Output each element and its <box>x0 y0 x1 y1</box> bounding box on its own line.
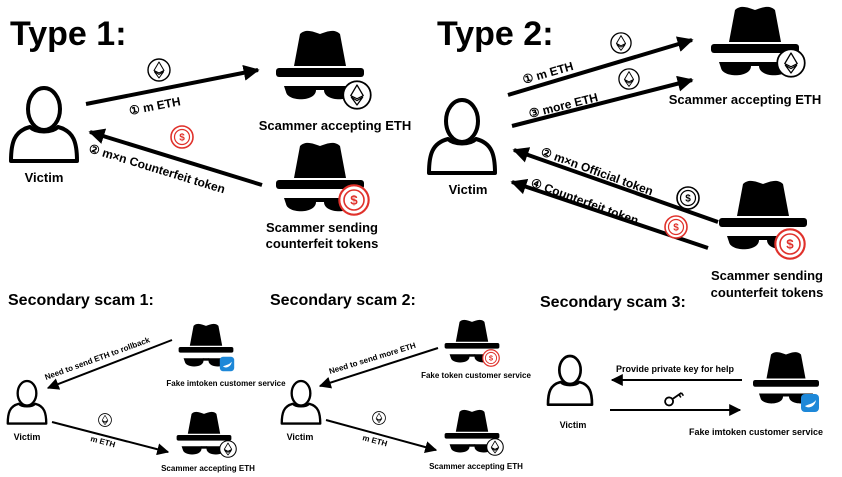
type1-arrow1-label: ① m ETH <box>128 94 182 118</box>
type1-scammer-token-icon <box>338 184 370 216</box>
type1-scammer-eth-label: Scammer accepting ETH <box>259 118 411 133</box>
sec1-scammer-eth-coin-icon <box>219 440 237 458</box>
type1-arrow-eth <box>85 64 260 106</box>
type1-scammer-sending-label2: counterfeit tokens <box>266 236 379 251</box>
type2-victim-label: Victim <box>449 182 488 197</box>
sec2-title: Secondary scam 2: <box>270 292 416 309</box>
sec3-victim-icon <box>546 354 594 407</box>
sec2-eth-icon <box>372 411 386 425</box>
type1-arrow-counterfeit <box>88 128 263 187</box>
sec1-imtoken-icon <box>219 356 235 372</box>
type2-victim-icon <box>427 98 497 175</box>
type2-arrow3-label: ③ more ETH <box>527 90 599 121</box>
sec1-eth-icon <box>98 413 112 427</box>
type2-title: Type 2: <box>437 15 554 53</box>
type2-scammer-sending-label1: Scammer sending <box>711 268 823 283</box>
sec2-victim-icon <box>280 379 322 425</box>
sec1-arrow-request <box>46 339 173 390</box>
sec1-victim-label: Victim <box>14 432 41 442</box>
sec2-scammer-eth-label: Scammer accepting ETH <box>429 462 523 471</box>
sec3-title: Secondary scam 3: <box>540 294 686 311</box>
key-icon <box>664 392 685 407</box>
type1-scammer-sending-label1: Scammer sending <box>266 220 378 235</box>
type1-victim-label: Victim <box>25 170 64 185</box>
sec2-arrow-request <box>318 347 439 389</box>
type2-scammer-eth-coin-icon <box>776 48 806 78</box>
sec1-payment-label: m ETH <box>89 434 116 449</box>
type1-title: Type 1: <box>10 15 127 53</box>
sec2-fake-service-label: Fake token customer service <box>421 371 531 380</box>
type2-arrow2 <box>512 147 719 224</box>
sec1-victim-icon <box>6 379 48 425</box>
type2-scammer-sending-label2: counterfeit tokens <box>711 285 824 300</box>
sec2-scammer-eth-coin-icon <box>486 438 504 456</box>
sec1-fake-service-label: Fake imtoken customer service <box>166 379 286 388</box>
type2-arrow3 <box>511 75 694 128</box>
sec1-arrow-payment <box>51 421 170 456</box>
type2-official-token-icon <box>676 186 700 210</box>
sec3-imtoken-icon <box>801 394 819 412</box>
sec1-scammer-eth-label: Scammer accepting ETH <box>161 464 255 473</box>
type2-scammer-token-icon <box>774 228 806 260</box>
sec3-victim-label: Victim <box>560 420 587 430</box>
sec3-fake-service-label: Fake imtoken customer service <box>689 427 823 437</box>
type2-scammer-eth-label: Scammer accepting ETH <box>669 92 821 107</box>
type2-eth-icon-1 <box>610 32 632 54</box>
sec2-arrow-payment <box>325 419 438 453</box>
sec2-victim-label: Victim <box>287 432 314 442</box>
sec1-request-label: Need to send ETH to rollback <box>44 335 152 382</box>
type1-victim-icon <box>9 86 79 163</box>
type2-eth-icon-2 <box>618 68 640 90</box>
type1-scammer-eth-coin-icon <box>342 80 372 110</box>
sec1-title: Secondary scam 1: <box>8 292 154 309</box>
type1-eth-icon <box>147 58 171 82</box>
type2-counterfeit-token-icon <box>664 215 688 239</box>
sec3-request-label: Provide private key for help <box>616 364 735 374</box>
sec2-token-icon <box>482 349 500 367</box>
type1-token-icon <box>170 125 194 149</box>
type2-arrow1 <box>507 36 694 97</box>
